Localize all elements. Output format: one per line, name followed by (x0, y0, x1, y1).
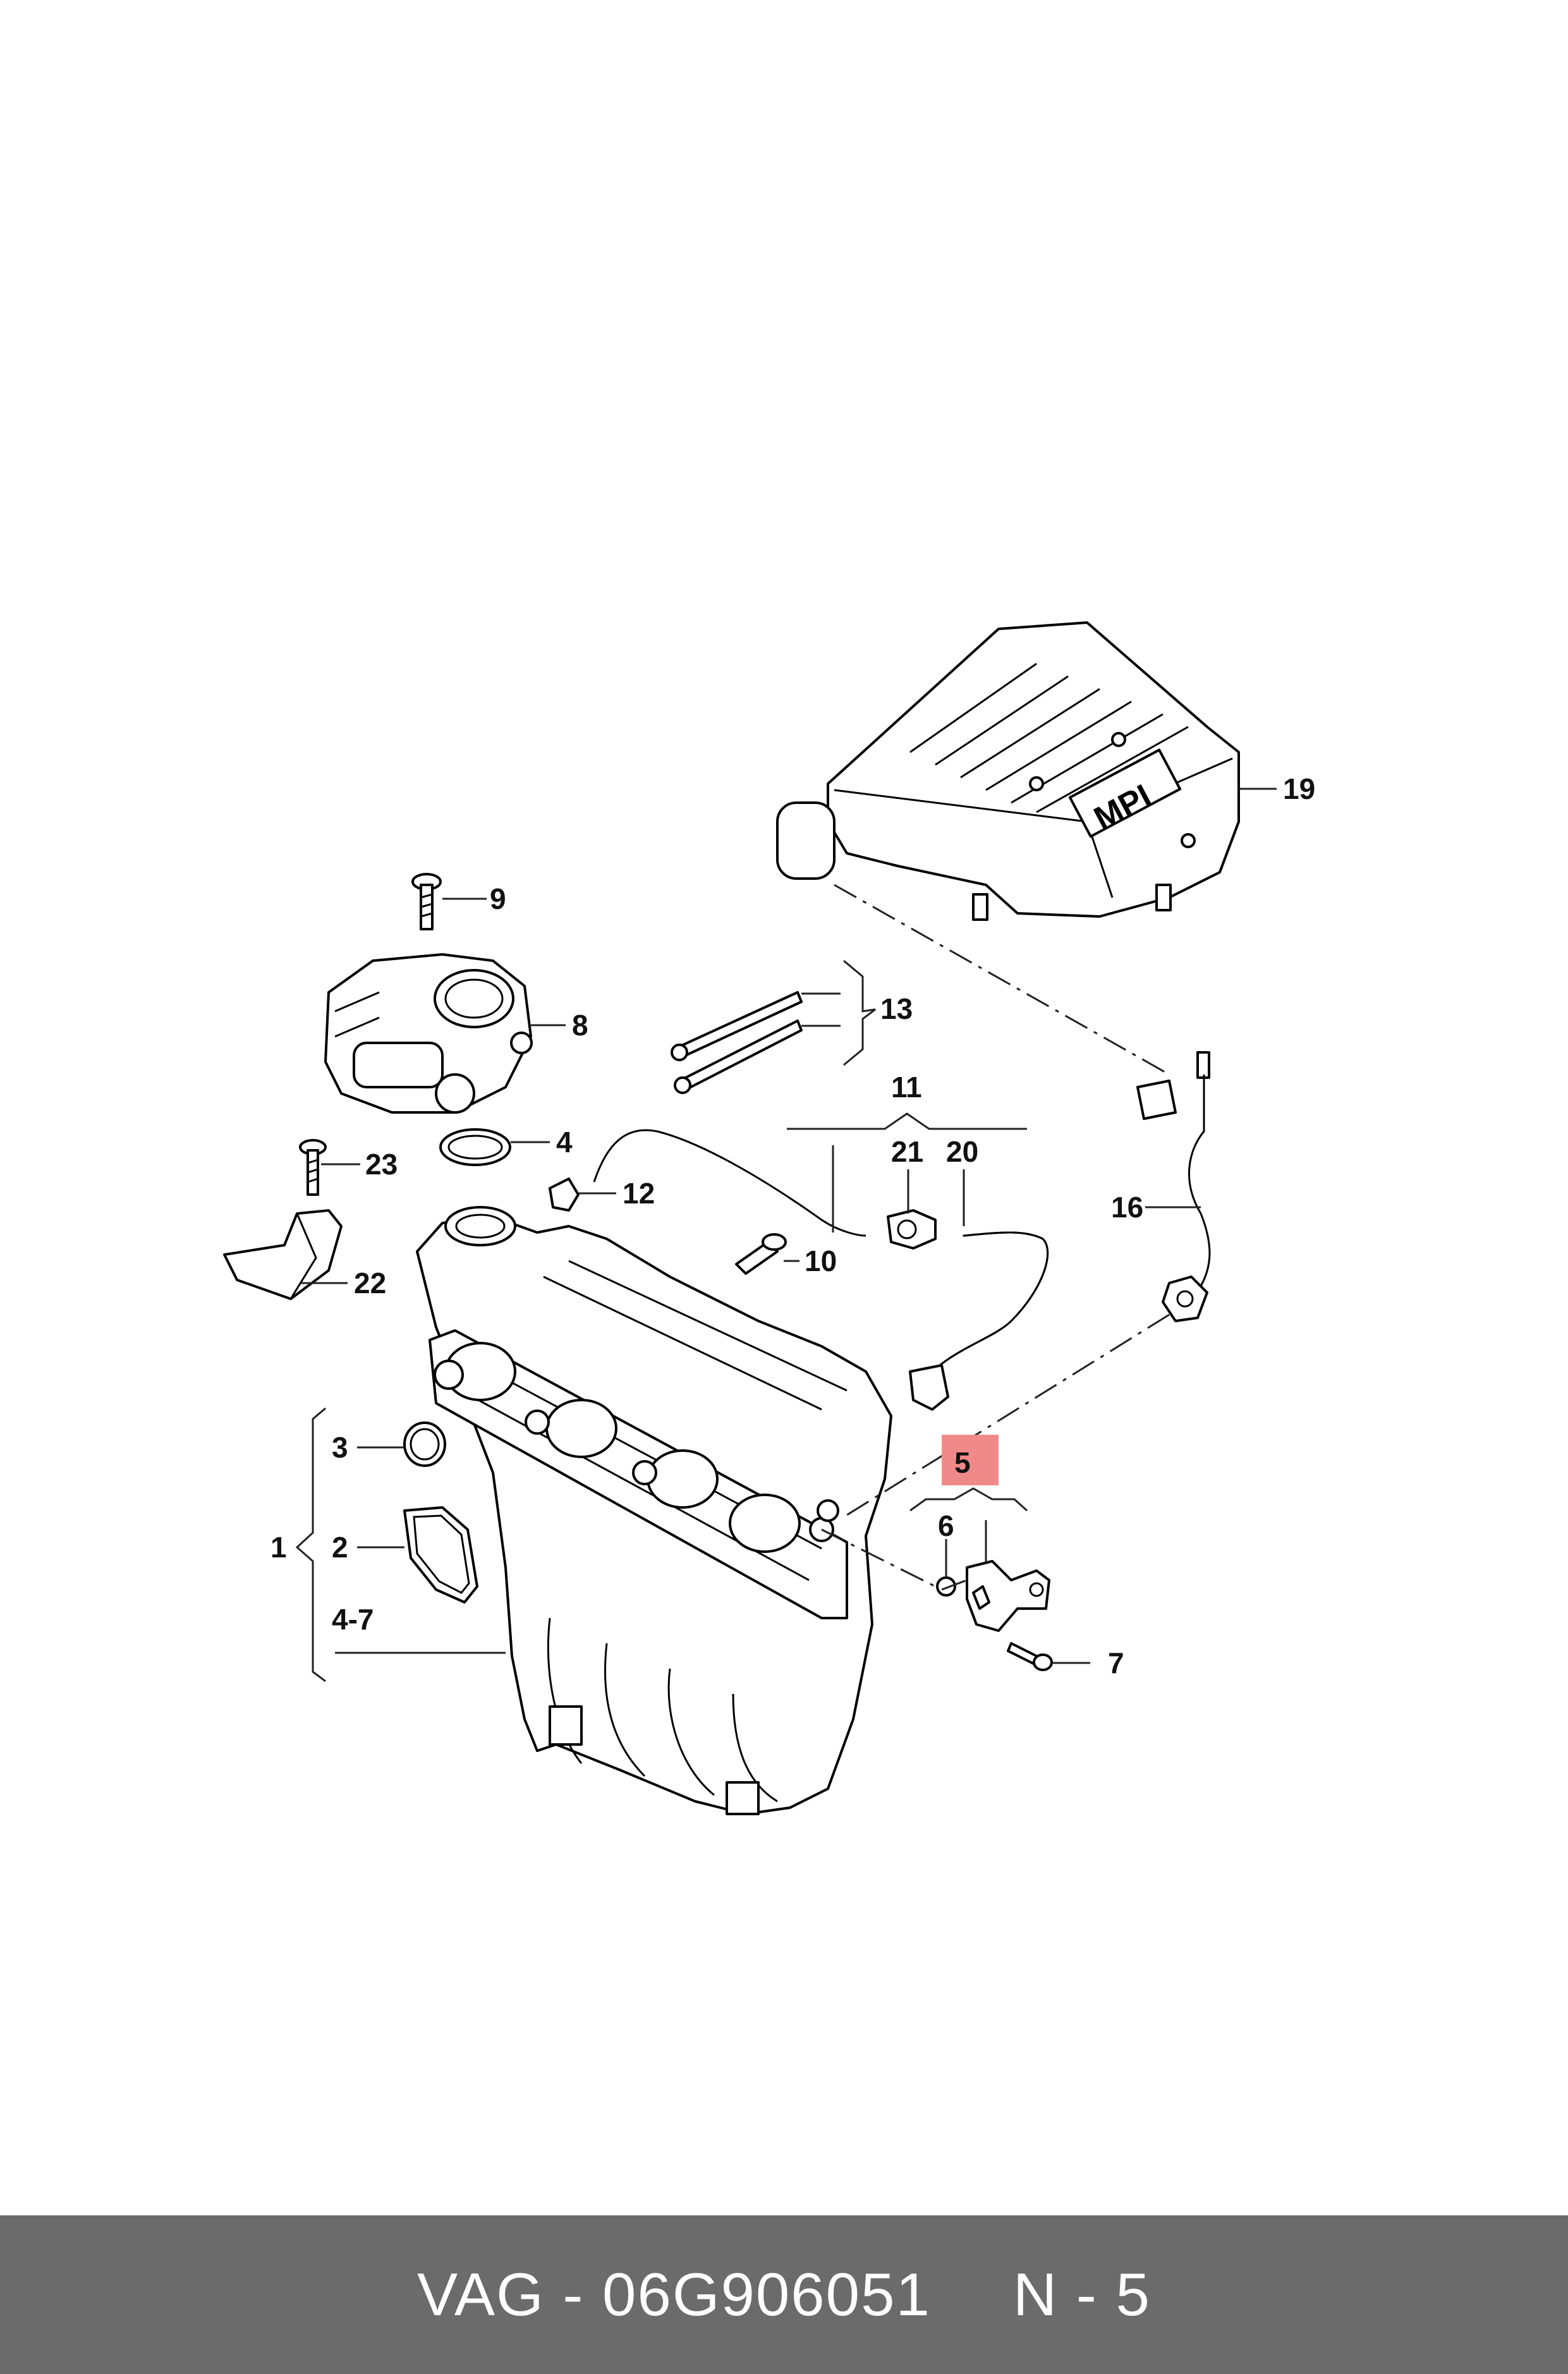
engine-cover: MPI (776, 621, 1240, 921)
label-19: 19 (1283, 772, 1315, 805)
gasket-2 (403, 1506, 478, 1604)
label-13: 13 (880, 992, 913, 1025)
throttle-body (324, 953, 533, 1114)
highlight-5 (942, 1435, 999, 1485)
label-22: 22 (354, 1267, 386, 1300)
label-8: 8 (572, 1009, 588, 1042)
callout-labels: 9 8 4 12 23 22 10 13 11 21 20 19 16 3 2 … (270, 772, 1315, 1679)
label-23: 23 (365, 1148, 398, 1181)
label-6: 6 (938, 1509, 954, 1542)
clip-12 (549, 1178, 580, 1212)
hose-20 (909, 1231, 1049, 1411)
label-4-7: 4-7 (332, 1603, 374, 1636)
label-1: 1 (270, 1531, 287, 1564)
label-4: 4 (556, 1126, 573, 1159)
reference-lines (821, 884, 1170, 1591)
label-12: 12 (623, 1177, 655, 1210)
bolt-9 (411, 873, 442, 930)
o-ring-6 (936, 1576, 956, 1597)
breather-hose (593, 1129, 866, 1237)
cable-ties-13 (671, 991, 803, 1094)
footer-position: N - 5 (1012, 2260, 1151, 2328)
bracket-22 (223, 1209, 343, 1300)
label-21: 21 (891, 1135, 923, 1168)
sensor-5 (966, 1560, 1050, 1632)
intake-manifold (416, 1206, 892, 1815)
leader-lines (295, 788, 1277, 1683)
label-7: 7 (1108, 1647, 1124, 1679)
label-10: 10 (805, 1245, 837, 1277)
bolt-10 (735, 1233, 787, 1275)
bolt-23 (299, 1139, 327, 1196)
connector-21 (887, 1209, 937, 1250)
footer-bar: VAG - 06G906051 N - 5 (0, 2215, 1568, 2374)
vacuum-line-16 (1136, 1051, 1211, 1322)
label-3: 3 (332, 1431, 348, 1464)
label-9: 9 (490, 882, 506, 915)
gasket-4 (439, 1128, 511, 1166)
label-2: 2 (332, 1531, 348, 1564)
o-ring-3 (403, 1421, 446, 1467)
label-16: 16 (1111, 1191, 1143, 1224)
label-20: 20 (946, 1135, 978, 1168)
parts-diagram: MPI (223, 621, 1315, 1815)
label-5: 5 (954, 1446, 971, 1479)
label-11: 11 (891, 1071, 922, 1104)
footer-part-number: VAG - 06G906051 (417, 2260, 931, 2328)
bolt-7 (1007, 1642, 1053, 1671)
